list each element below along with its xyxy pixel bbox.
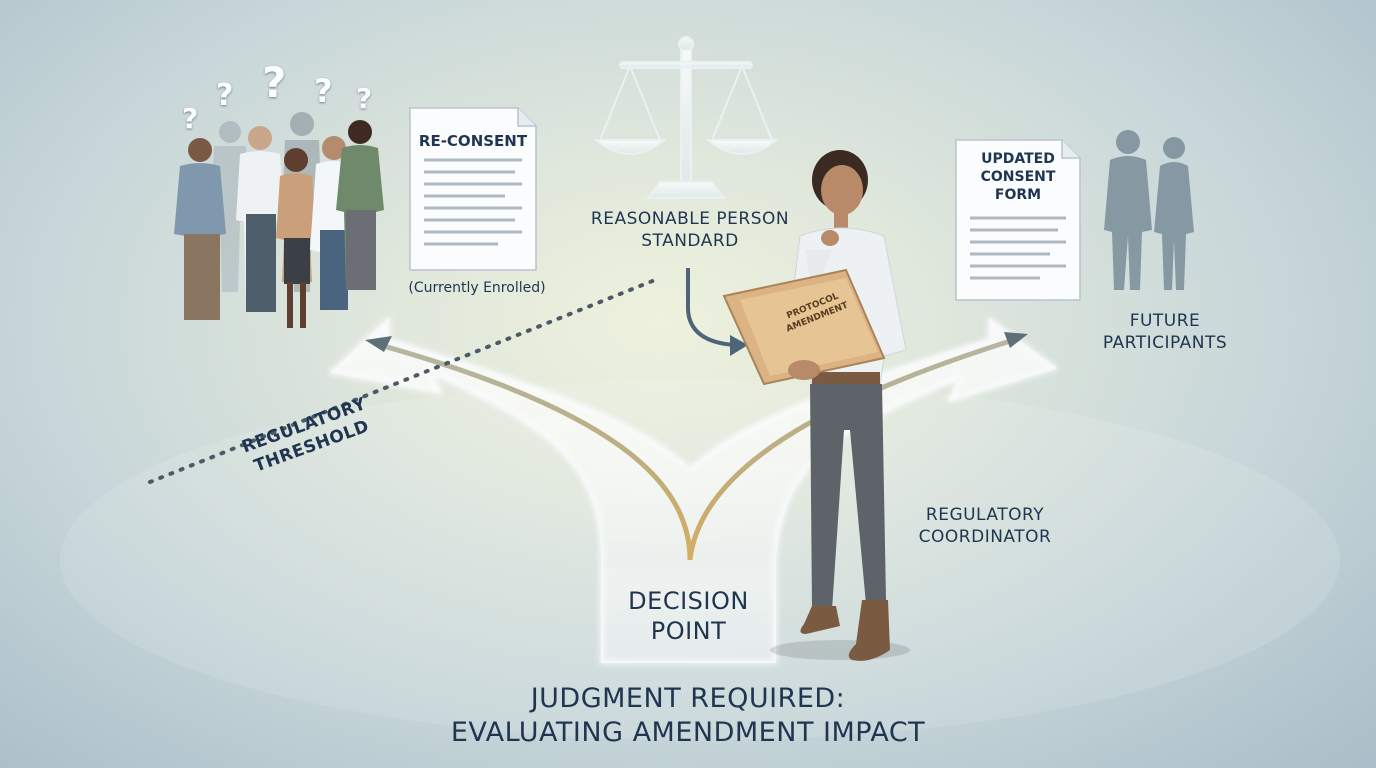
reasonable-person-line1: REASONABLE PERSON [590,209,790,229]
footer-line1: JUDGMENT REQUIRED: [530,683,846,714]
updated-consent-document [955,139,1081,301]
future-line1: FUTURE [1129,311,1201,331]
path-to-reconsent [379,342,693,561]
decision-line2: POINT [650,617,727,645]
regulatory-coordinator-label: REGULATORY COORDINATOR [900,504,1070,548]
reconsent-title: RE-CONSENT [418,132,528,150]
threshold-dotted-line [148,276,662,484]
question-mark-5: ? [356,82,373,115]
enrolled-participants-group [174,112,384,328]
reasonable-person-line2: STANDARD [641,231,739,251]
currently-enrolled-label: (Currently Enrolled) [408,280,546,296]
updated-consent-line2: CONSENT [980,169,1056,185]
updated-consent-line3: FORM [994,187,1042,203]
future-line2: PARTICIPANTS [1102,333,1228,353]
coordinator-line1: REGULATORY [925,505,1045,525]
arrowhead-left [365,336,392,352]
decision-line1: DECISION [628,587,749,615]
reconsent-document [409,107,537,271]
question-mark-4: ? [314,72,334,110]
decision-point-label: DECISION POINT [602,586,775,646]
balance-scale-icon [593,36,779,199]
regulatory-coordinator-figure [722,150,910,661]
future-participants-silhouettes [1104,130,1194,290]
coordinator-line2: COORDINATOR [918,527,1052,547]
updated-consent-title: UPDATED CONSENT FORM [958,150,1078,204]
reasonable-person-standard-label: REASONABLE PERSON STANDARD [560,208,820,252]
future-participants-label: FUTURE PARTICIPANTS [1080,310,1250,354]
path-to-future [687,335,1021,561]
footer-line2: EVALUATING AMENDMENT IMPACT [450,717,926,748]
updated-consent-line1: UPDATED [981,151,1055,167]
decision-plate [601,569,776,663]
question-mark-1: ? [182,102,199,135]
standard-to-coordinator-arrow [686,268,736,347]
arrowhead-right [1004,332,1028,348]
question-mark-2: ? [216,78,234,113]
question-mark-3: ? [262,58,287,107]
footer-title: JUDGMENT REQUIRED: EVALUATING AMENDMENT … [380,682,996,750]
